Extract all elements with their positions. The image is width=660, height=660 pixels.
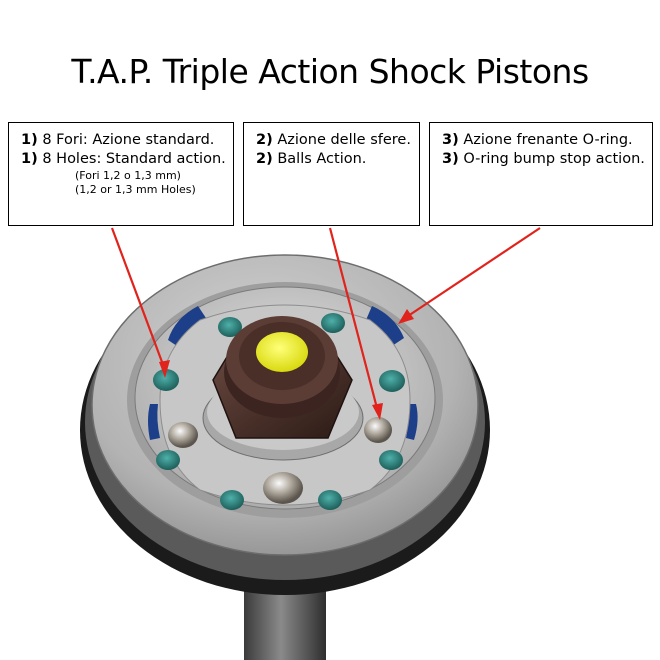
- callout-line: 2) Balls Action.: [256, 151, 367, 167]
- callout-arrows: [110, 227, 541, 420]
- oring-slot-right: [366, 306, 404, 346]
- callout-note: (Fori 1,2 o 1,3 mm): [75, 169, 181, 182]
- callout-balls-action: 2) Azione delle sfere. 2) Balls Action.: [243, 122, 420, 226]
- page-title: T.A.P. Triple Action Shock Pistons: [71, 52, 589, 91]
- yellow-cap: [256, 332, 308, 372]
- check-balls: [168, 417, 392, 504]
- callout-line: 3) Azione frenante O-ring.: [442, 132, 633, 148]
- callout-line: 2) Azione delle sfere.: [256, 132, 411, 148]
- callout-note: (1,2 or 1,3 mm Holes): [75, 183, 196, 196]
- callout-line: 1) 8 Fori: Azione standard.: [21, 132, 215, 148]
- callout-standard-holes: 1) 8 Fori: Azione standard. 1) 8 Holes: …: [8, 122, 234, 226]
- callout-line: 3) O-ring bump stop action.: [442, 151, 645, 167]
- oring-slot-left: [168, 306, 206, 348]
- callout-oring-action: 3) Azione frenante O-ring. 3) O-ring bum…: [429, 122, 653, 226]
- standard-holes: [153, 313, 405, 510]
- callout-line: 1) 8 Holes: Standard action.: [21, 151, 226, 167]
